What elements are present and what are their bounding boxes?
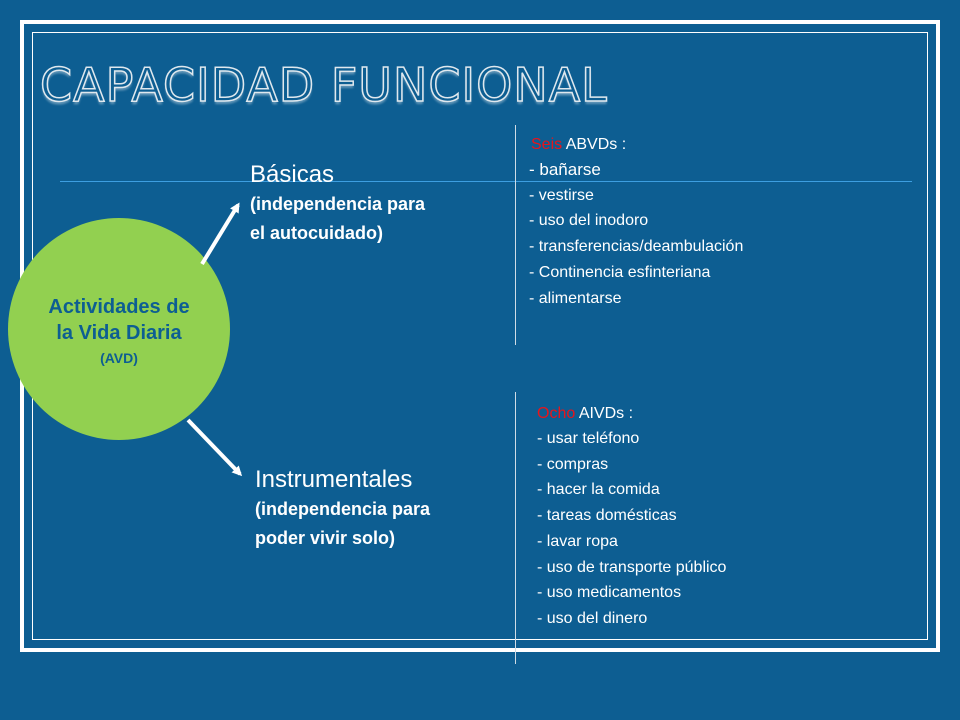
basicas-title: Básicas xyxy=(250,161,335,188)
basicas-desc-line1: (independencia para xyxy=(250,194,426,214)
list-item: - uso medicamentos xyxy=(537,584,682,602)
slide-title: CAPACIDAD FUNCIONAL xyxy=(39,57,608,113)
arrow-to-instrumentales xyxy=(186,418,243,477)
list-item: - bañarse xyxy=(529,160,601,179)
abvd-label: ABVDs : xyxy=(562,136,627,153)
avd-label-line1: Actividades de xyxy=(48,296,190,318)
list-item: - lavar ropa xyxy=(537,532,618,550)
aivd-count: Ocho xyxy=(537,405,576,422)
instrumentales-desc-line1: (independencia para xyxy=(255,499,431,519)
list-item: - Continencia esfinteriana xyxy=(529,263,711,281)
list-item: - tareas domésticas xyxy=(537,507,677,525)
list-item: - usar teléfono xyxy=(537,430,640,447)
avd-label-line2: la Vida Diaria xyxy=(56,322,182,344)
list-item: - uso del dinero xyxy=(537,609,648,627)
list-item: - transferencias/deambulación xyxy=(529,238,744,256)
instrumentales-desc-line2: poder vivir solo) xyxy=(255,528,396,548)
basicas-desc-line2: el autocuidado) xyxy=(250,223,384,243)
list-item: - uso de transporte público xyxy=(537,558,727,576)
aivd-label: AIVDs : xyxy=(575,405,634,422)
list-item: - alimentarse xyxy=(529,289,622,307)
vertical-divider-top xyxy=(515,125,516,345)
avd-circle: Actividades de la Vida Diaria (AVD) xyxy=(8,218,230,440)
horizontal-divider xyxy=(60,181,912,182)
aivd-list: Ocho AIVDs : - usar teléfono - compras -… xyxy=(537,402,726,632)
abvd-heading: Seis ABVDs : xyxy=(531,133,743,157)
instrumentales-block: Instrumentales (independencia para poder… xyxy=(255,465,430,553)
list-item: - compras xyxy=(537,455,609,473)
abvd-count: Seis xyxy=(531,136,563,153)
instrumentales-title: Instrumentales xyxy=(255,466,413,493)
avd-abbreviation: (AVD) xyxy=(100,350,138,366)
list-item: - uso del inodoro xyxy=(529,212,649,230)
aivd-heading: Ocho AIVDs : xyxy=(537,402,726,426)
basicas-block: Básicas (independencia para el autocuida… xyxy=(250,160,425,248)
arrow-to-basicas xyxy=(200,202,240,266)
abvd-list: Seis ABVDs : - bañarse - vestirse - uso … xyxy=(529,133,743,311)
list-item: - vestirse xyxy=(529,186,594,204)
vertical-divider-bottom xyxy=(515,392,516,664)
list-item: - hacer la comida xyxy=(537,481,660,499)
